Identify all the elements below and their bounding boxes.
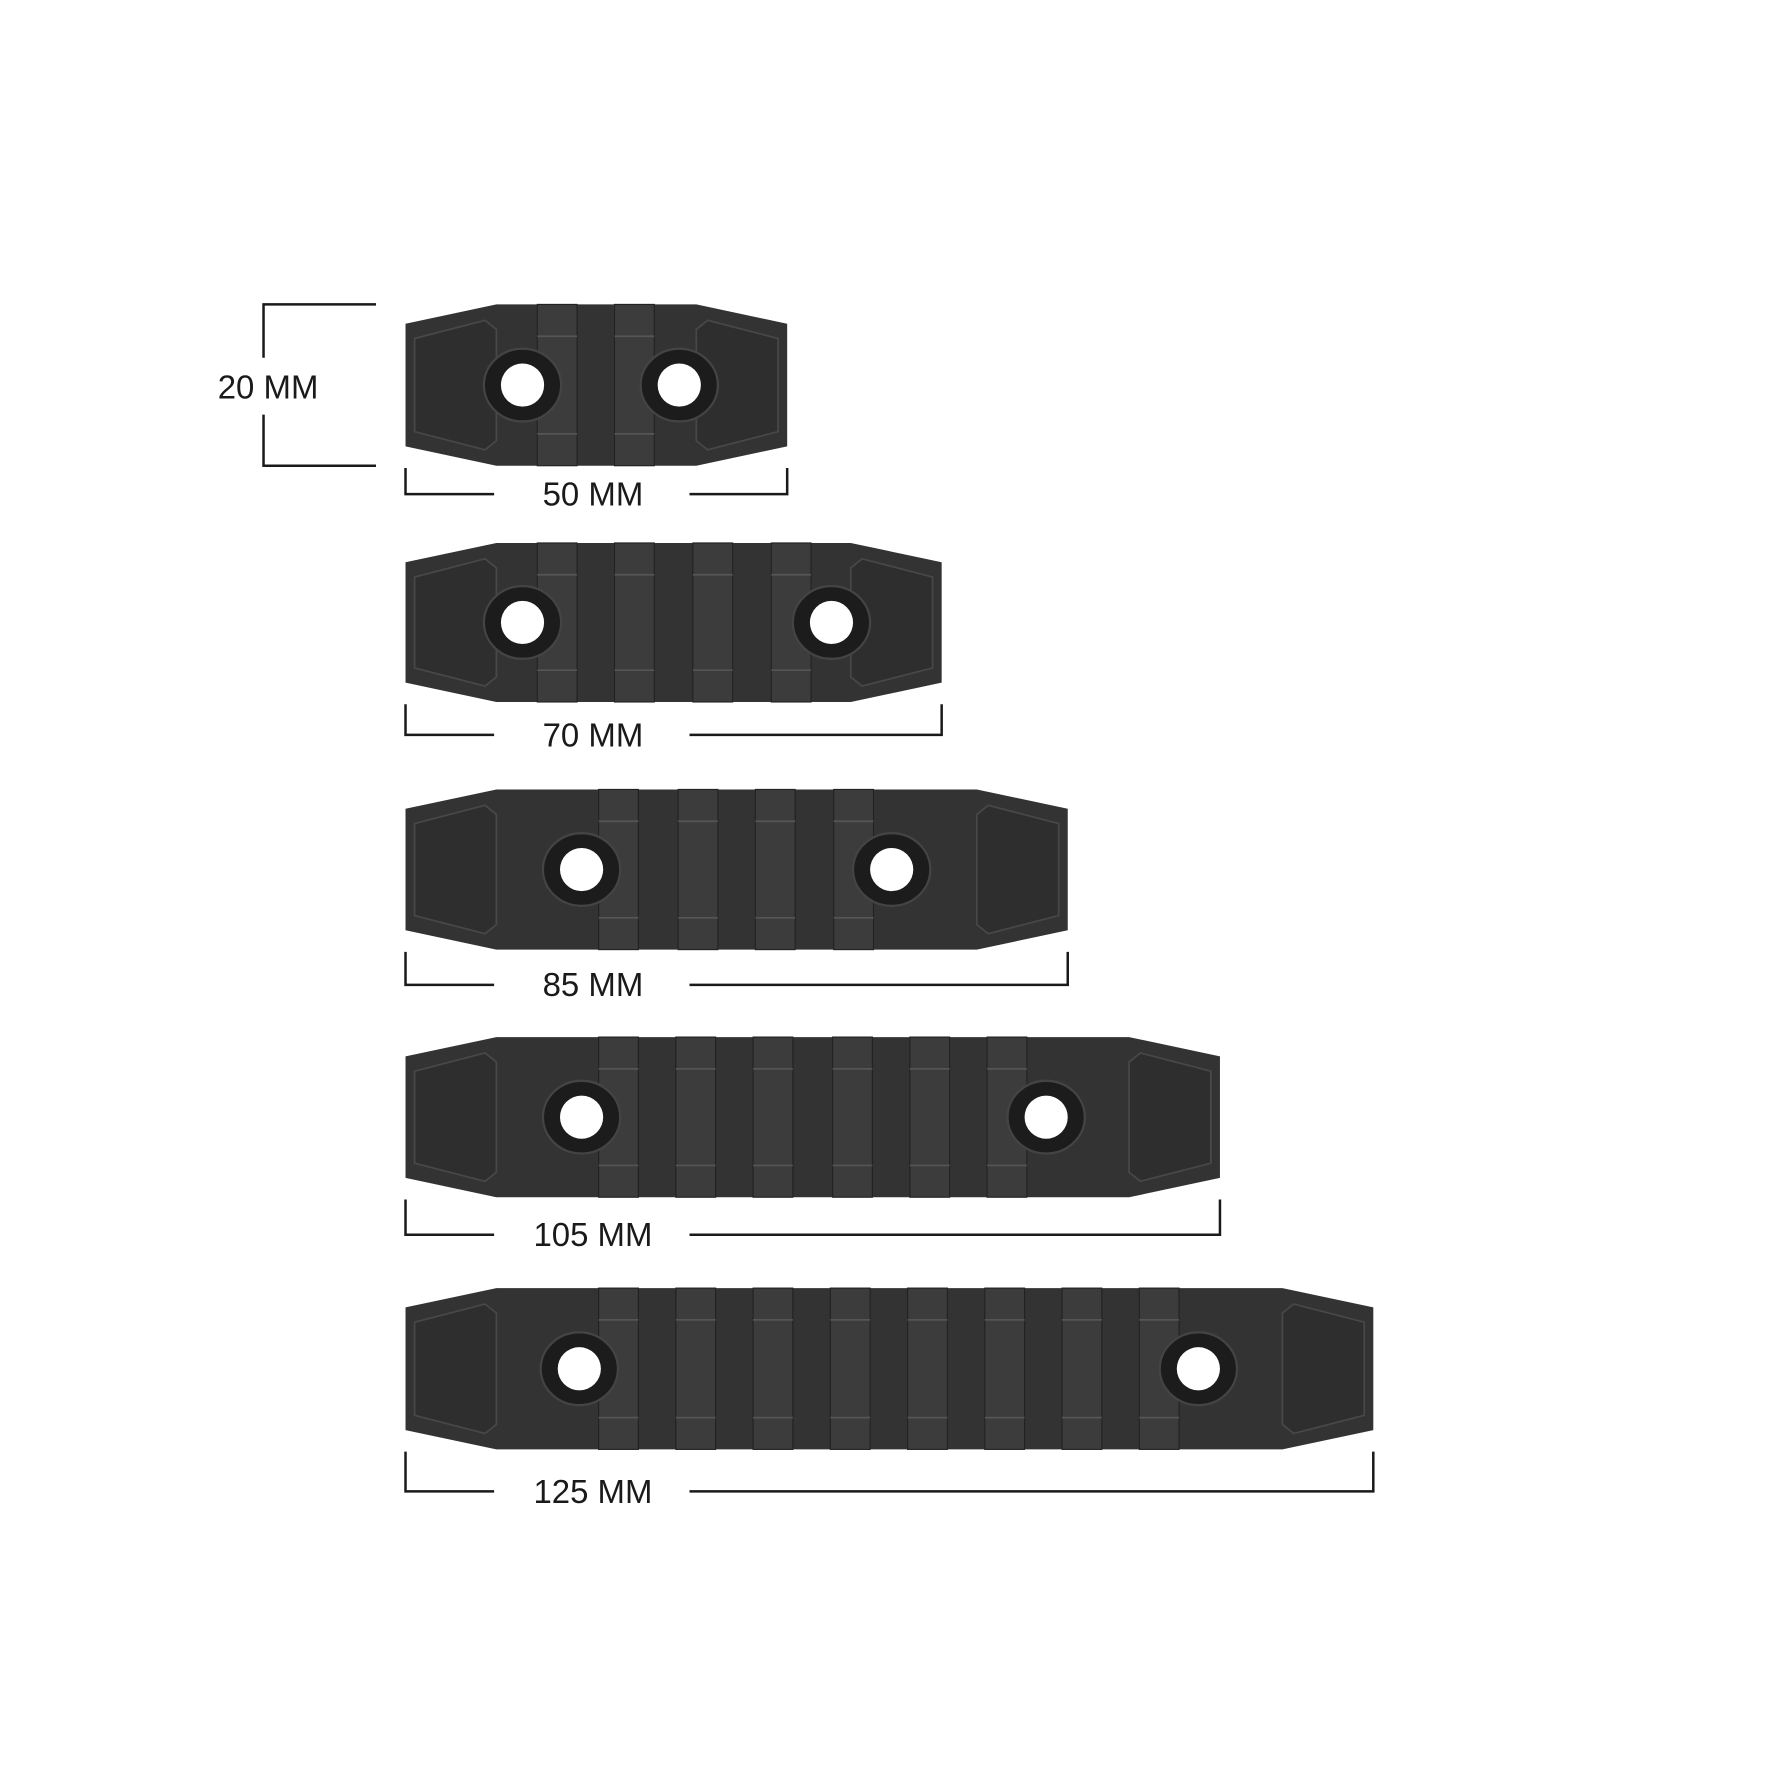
- rail-rib: [754, 788, 796, 951]
- rail-rib: [752, 1287, 794, 1450]
- rail-rib: [677, 788, 719, 951]
- end-panel: [849, 557, 934, 688]
- height-dimension: 20 MM: [218, 303, 376, 467]
- rail-rib: [675, 1287, 717, 1450]
- rail-rib: [984, 1287, 1026, 1450]
- rail-rib: [752, 1036, 794, 1198]
- end-panel: [1128, 1052, 1212, 1183]
- mounting-hole: [500, 363, 545, 407]
- mounting-hole: [1024, 1095, 1068, 1139]
- mounting-hole: [559, 847, 604, 892]
- length-label: 50 MM: [543, 475, 644, 512]
- end-panel: [1281, 1303, 1366, 1435]
- length-dimension-line: [404, 1451, 1375, 1493]
- rail-rib: [907, 1287, 948, 1450]
- rail-5: 125 MM: [404, 1287, 1375, 1510]
- mounting-hole: [809, 600, 854, 645]
- mounting-hole: [500, 600, 545, 645]
- length-dimension-line: [404, 951, 1069, 987]
- length-dimension-line: [404, 1199, 1222, 1236]
- mounting-hole: [559, 1095, 604, 1139]
- rail-rib: [832, 1036, 873, 1198]
- length-dimension-line: [404, 704, 943, 737]
- rail-body: [405, 1288, 1374, 1450]
- rail-rib: [909, 1036, 951, 1198]
- end-panel: [413, 804, 498, 935]
- end-panel: [413, 1052, 498, 1183]
- length-label: 125 MM: [533, 1473, 652, 1510]
- rail-body: [405, 304, 788, 466]
- rail-4: 105 MM: [404, 1036, 1222, 1253]
- end-panel: [413, 1303, 498, 1435]
- mounting-hole: [870, 847, 914, 892]
- rail-rib: [829, 1287, 871, 1450]
- end-panel: [413, 557, 498, 688]
- rail-rib: [675, 1036, 717, 1198]
- length-label: 70 MM: [543, 716, 644, 753]
- rail-body: [405, 1037, 1220, 1198]
- rail-3: 85 MM: [404, 788, 1069, 1003]
- rail-rib: [613, 542, 655, 703]
- rail-body: [405, 789, 1068, 950]
- length-label: 105 MM: [533, 1216, 652, 1253]
- height-label: 20 MM: [218, 369, 319, 406]
- length-dimension-line: [404, 467, 789, 496]
- end-panel: [413, 319, 498, 451]
- mounting-hole: [1176, 1347, 1220, 1391]
- mounting-hole: [657, 363, 701, 407]
- end-panel: [695, 319, 779, 451]
- rail-2: 70 MM: [404, 542, 943, 753]
- rail-rib: [1061, 1287, 1103, 1450]
- rail-rib: [692, 542, 734, 703]
- rail-1: 50 MM: [404, 303, 789, 512]
- length-label: 85 MM: [543, 966, 644, 1003]
- end-panel: [976, 804, 1060, 935]
- mounting-hole: [557, 1347, 601, 1391]
